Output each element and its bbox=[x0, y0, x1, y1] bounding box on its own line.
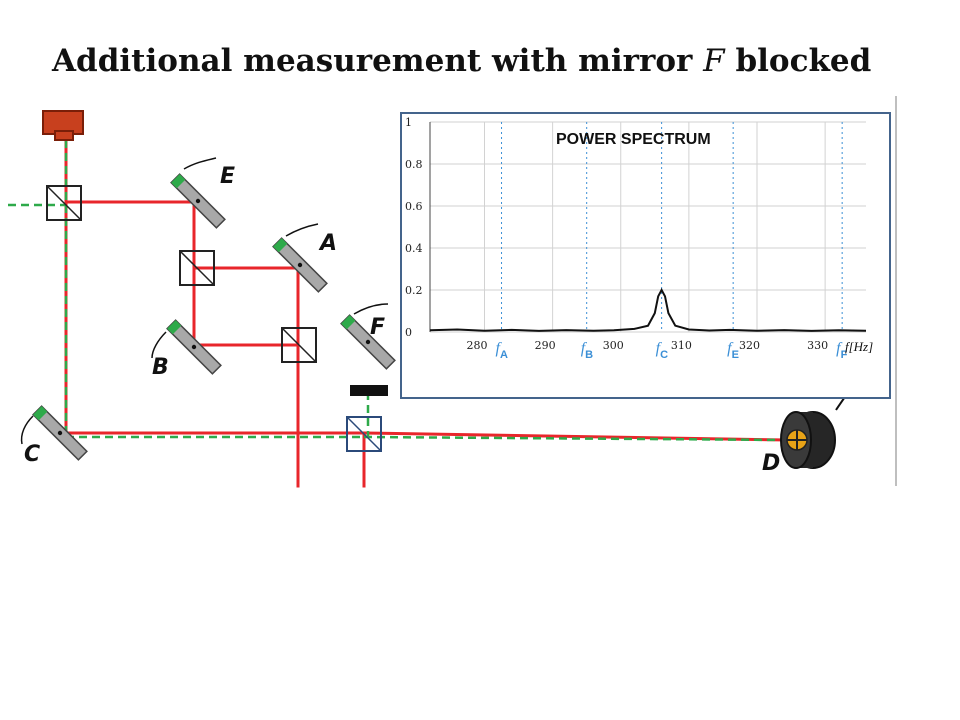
x-tick-label: 310 bbox=[671, 339, 692, 352]
title-prefix: Additional measurement with mirror bbox=[51, 43, 703, 79]
frequency-marker-label: fE bbox=[727, 340, 739, 361]
mirror-c-label: C bbox=[24, 442, 40, 467]
frequency-marker-label: fC bbox=[656, 340, 668, 361]
frequency-marker-subscript: F bbox=[841, 349, 848, 361]
mirror-f-label: F bbox=[370, 315, 385, 340]
mirror-e: E bbox=[170, 157, 235, 229]
inset-frame bbox=[400, 112, 891, 399]
frequency-marker-subscript: B bbox=[585, 349, 593, 361]
spectrum-grid bbox=[430, 121, 866, 333]
beam-block bbox=[350, 385, 388, 396]
y-tick-label: 0.2 bbox=[405, 284, 423, 297]
y-tick-labels: 0 0.2 0.4 0.6 0.8 1 bbox=[405, 116, 423, 339]
frequency-marker-subscript: E bbox=[732, 349, 739, 361]
y-tick-label: 0.8 bbox=[405, 158, 423, 171]
x-tick-label: 330 bbox=[807, 339, 828, 352]
y-tick-label: 0.6 bbox=[405, 200, 423, 213]
mirror-c: C bbox=[20, 405, 88, 467]
x-tick-label: 290 bbox=[535, 339, 556, 352]
mirror-b-label: B bbox=[152, 355, 169, 380]
spectrum-title: POWER SPECTRUM bbox=[556, 131, 711, 148]
x-tick-label: 320 bbox=[739, 339, 760, 352]
frequency-marker-symbol: f bbox=[496, 340, 503, 357]
x-tick-label: 280 bbox=[467, 339, 488, 352]
frequency-marker-lines bbox=[501, 122, 843, 332]
frequency-marker-symbol: f bbox=[727, 340, 734, 357]
laser-source bbox=[42, 110, 84, 141]
beam-splitter-2 bbox=[179, 250, 215, 286]
y-tick-label: 1 bbox=[405, 116, 412, 129]
x-tick-label: 300 bbox=[603, 339, 624, 352]
frequency-marker-symbol: f bbox=[656, 340, 663, 357]
frequency-marker-symbol: f bbox=[581, 340, 588, 357]
mirror-a: A bbox=[272, 223, 337, 293]
mirror-a-label: A bbox=[318, 231, 337, 256]
detector-label: D bbox=[762, 451, 780, 476]
frequency-marker-label: fA bbox=[496, 340, 508, 361]
y-tick-label: 0.4 bbox=[405, 242, 423, 255]
power-spectrum-curve bbox=[429, 287, 867, 332]
frequency-marker-subscript: C bbox=[660, 349, 668, 361]
frequency-marker-label: fB bbox=[581, 340, 593, 361]
title-mirror-variable: F bbox=[702, 43, 726, 79]
beam-splitter-4 bbox=[346, 416, 382, 452]
beam-splitter-3 bbox=[281, 327, 317, 363]
page-title: Additional measurement with mirror F blo… bbox=[51, 43, 871, 79]
y-tick-label: 0 bbox=[405, 326, 412, 339]
title-suffix: blocked bbox=[725, 43, 872, 79]
mirror-e-label: E bbox=[220, 164, 235, 189]
x-tick-labels: 280 290 300 310 320 330 bbox=[467, 339, 829, 352]
frequency-marker-label: fF bbox=[836, 340, 847, 361]
frequency-marker-symbol: f bbox=[836, 340, 843, 357]
beam-splitter-1 bbox=[46, 185, 82, 221]
frequency-marker-subscript: A bbox=[500, 349, 508, 361]
x-axis-label: f[Hz] bbox=[845, 339, 873, 354]
mirror-f: F bbox=[340, 303, 396, 370]
green-reference-beam-paths bbox=[8, 140, 787, 442]
mirror-b: B bbox=[151, 319, 222, 380]
